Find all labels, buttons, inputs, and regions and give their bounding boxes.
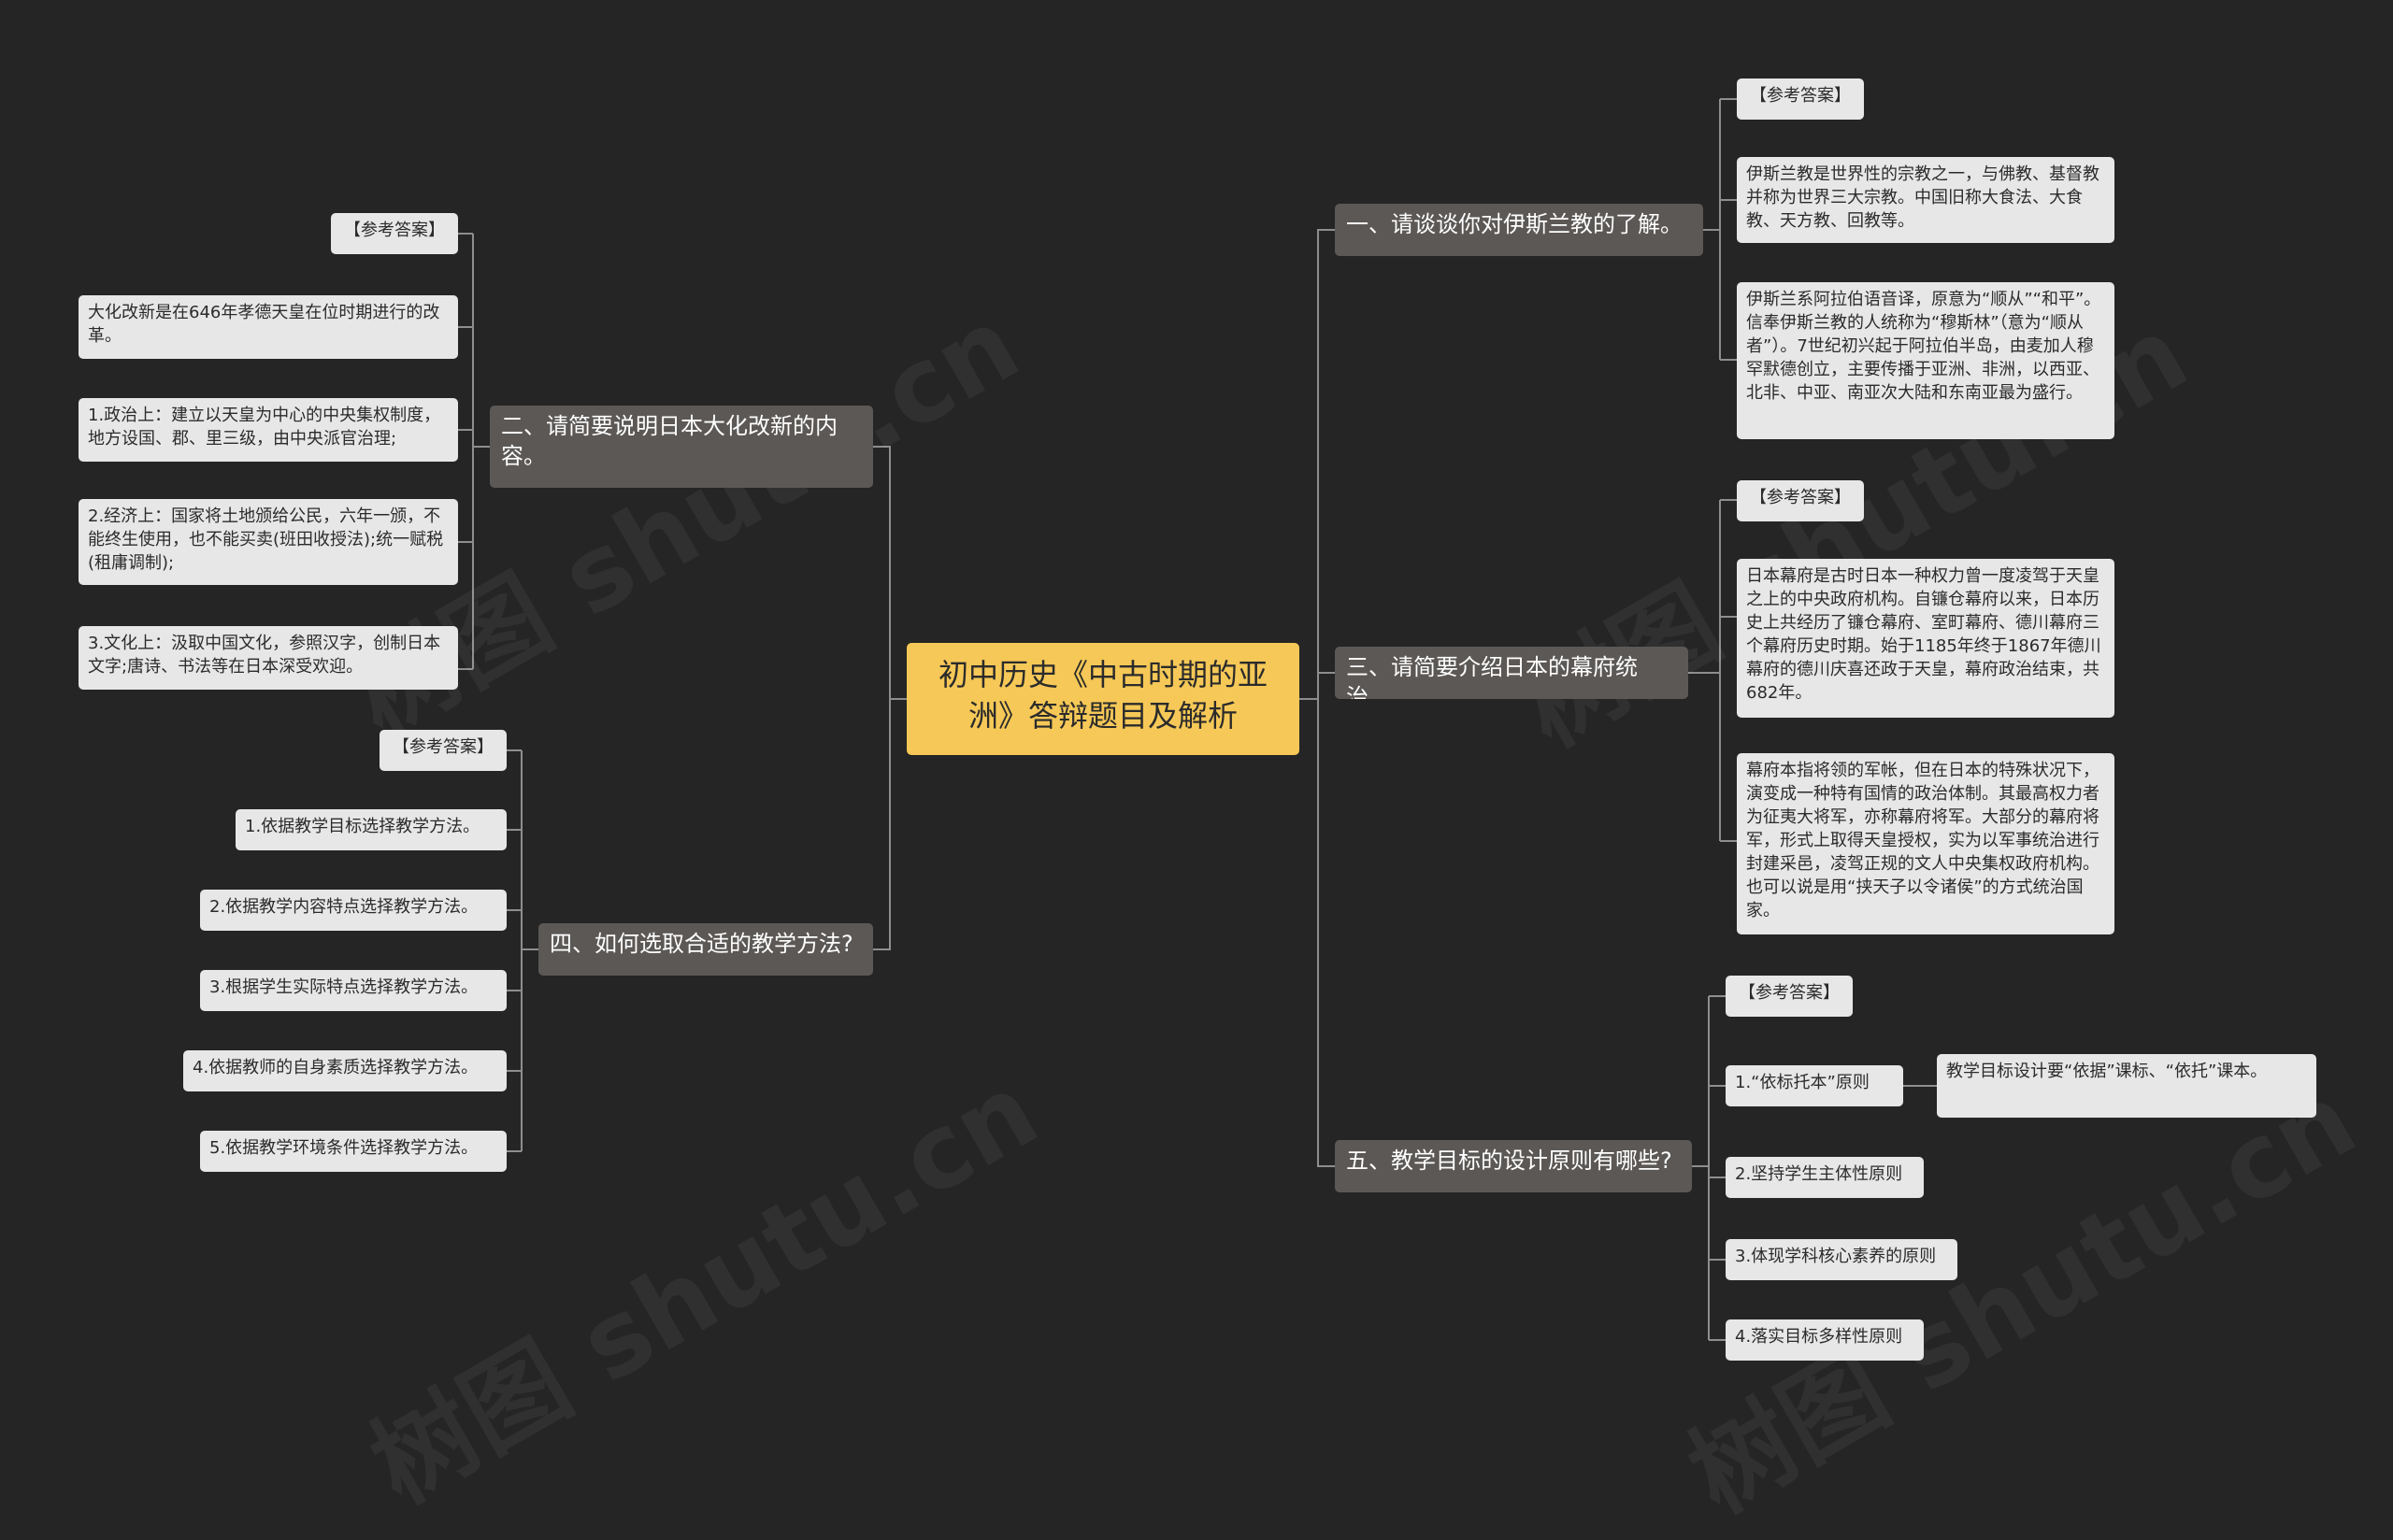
leaf-method-1[interactable]: 1.依据教学目标选择教学方法。 (236, 809, 507, 850)
leaf-shogunate-history[interactable]: 日本幕府是古时日本一种权力曾一度凌驾于天皇之上的中央政府机构。自镰仓幕府以来，日… (1737, 559, 2114, 718)
link-b3-children (1688, 499, 1737, 842)
link-b5-children (1692, 995, 1726, 1341)
answer-label-shogunate[interactable]: 【参考答案】 (1737, 480, 1864, 521)
leaf-shogunate-system[interactable]: 幕府本指将领的军帐，但在日本的特殊状况下，演变成一种特有国情的政治体制。其最高权… (1737, 753, 2114, 934)
leaf-goal-principle-1-detail[interactable]: 教学目标设计要“依据”课标、“依托”课本。 (1937, 1054, 2316, 1118)
link-root-b5 (1299, 698, 1335, 1167)
link-b2-children (458, 233, 490, 670)
connector-lines (458, 98, 1937, 1341)
leaf-islam-origin[interactable]: 伊斯兰系阿拉伯语音译，原意为“顺从”“和平”。信奉伊斯兰教的人统称为“穆斯林”（… (1737, 282, 2114, 439)
link-b1-children (1703, 98, 1737, 361)
leaf-islam-overview[interactable]: 伊斯兰教是世界性的宗教之一，与佛教、基督教并称为世界三大宗教。中国旧称大食法、大… (1737, 157, 2114, 243)
link-b4-children (507, 749, 538, 1152)
root-topic[interactable]: 初中历史《中古时期的亚洲》答辩题目及解析 (907, 643, 1299, 755)
leaf-method-3[interactable]: 3.根据学生实际特点选择教学方法。 (200, 970, 507, 1011)
leaf-goal-principle-1[interactable]: 1.“依标托本”原则 (1726, 1065, 1903, 1106)
leaf-taika-politics[interactable]: 1.政治上：建立以天皇为中心的中央集权制度，地方设国、郡、里三级，由中央派官治理… (79, 398, 458, 462)
answer-label-islam[interactable]: 【参考答案】 (1737, 78, 1864, 120)
branch-taika-reform[interactable]: 二、请简要说明日本大化改新的内容。 (490, 406, 873, 488)
leaf-taika-culture[interactable]: 3.文化上：汲取中国文化，参照汉字，创制日本文字;唐诗、书法等在日本深受欢迎。 (79, 626, 458, 690)
leaf-method-2[interactable]: 2.依据教学内容特点选择教学方法。 (200, 890, 507, 931)
leaf-goal-principle-3[interactable]: 3.体现学科核心素养的原则 (1726, 1239, 1957, 1280)
branch-teaching-goals[interactable]: 五、教学目标的设计原则有哪些? (1335, 1140, 1692, 1192)
answer-label-taika[interactable]: 【参考答案】 (331, 213, 458, 254)
leaf-method-5[interactable]: 5.依据教学环境条件选择教学方法。 (200, 1131, 507, 1172)
leaf-taika-overview[interactable]: 大化改新是在646年孝德天皇在位时期进行的改革。 (79, 295, 458, 359)
answer-label-goals[interactable]: 【参考答案】 (1726, 976, 1853, 1017)
answer-label-methods[interactable]: 【参考答案】 (380, 730, 507, 771)
branch-islam[interactable]: 一、请谈谈你对伊斯兰教的了解。 (1335, 204, 1703, 256)
link-root-b1 (1299, 229, 1335, 700)
link-root-b3 (1299, 672, 1335, 700)
branch-teaching-methods[interactable]: 四、如何选取合适的教学方法? (538, 923, 873, 976)
branch-shogunate[interactable]: 三、请简要介绍日本的幕府统治。 (1335, 647, 1688, 699)
leaf-method-4[interactable]: 4.依据教师的自身素质选择教学方法。 (183, 1050, 507, 1091)
mind-map: 树图 shutu.cn 树图 shutu.cn 树图 shutu.cn 树图 s… (79, 78, 2374, 1535)
leaf-taika-economy[interactable]: 2.经济上：国家将土地颁给公民，六年一颁，不能终生使用，也不能买卖(班田收授法)… (79, 499, 458, 585)
leaf-goal-principle-4[interactable]: 4.落实目标多样性原则 (1726, 1319, 1924, 1361)
link-root-b4 (873, 698, 907, 950)
link-root-b2 (873, 446, 907, 700)
leaf-goal-principle-2[interactable]: 2.坚持学生主体性原则 (1726, 1157, 1924, 1198)
